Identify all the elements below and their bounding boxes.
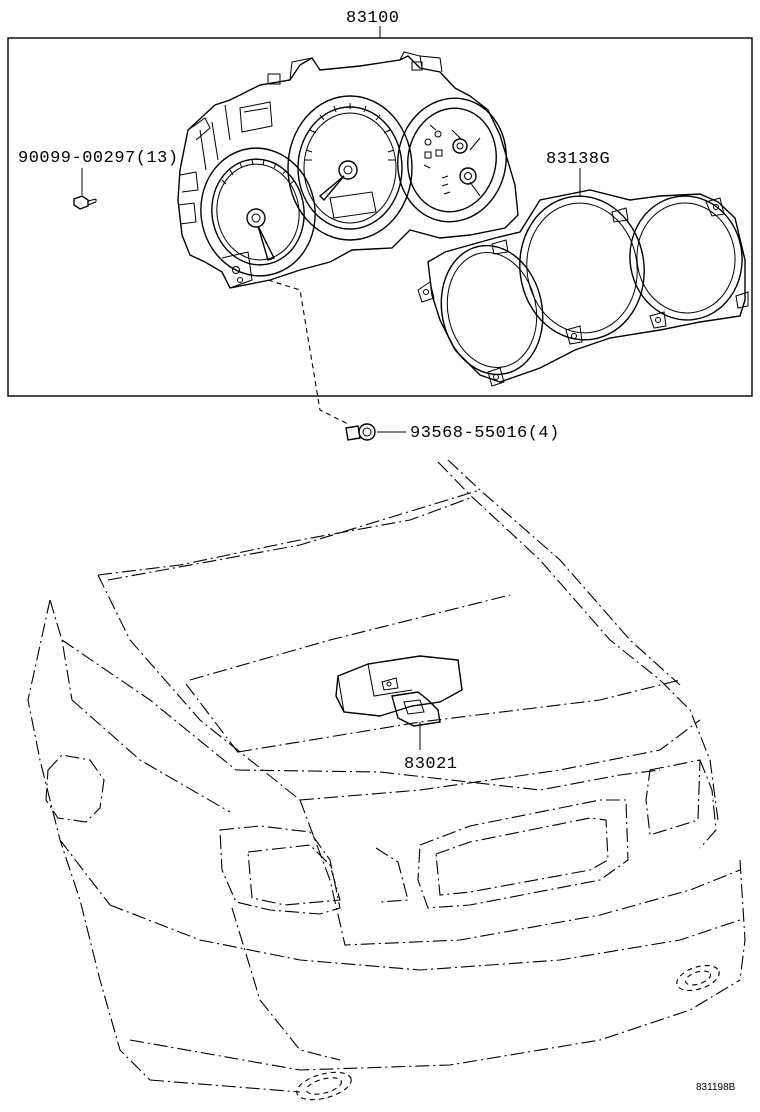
bolt-leader-dashed <box>267 279 351 426</box>
label-83138G: 83138G <box>546 150 610 169</box>
assembly-frame <box>7 37 753 397</box>
screw-90099-00297 <box>73 195 97 210</box>
combination-meter-83100 <box>177 51 519 289</box>
sensor-83021 <box>335 655 463 727</box>
meter-glass-83138G <box>417 189 749 387</box>
label-83021: 83021 <box>404 755 458 774</box>
bolt-93568-55016 <box>345 423 376 441</box>
figure-code: 831198B <box>696 1082 736 1093</box>
vehicle-rear-phantom <box>27 459 746 1101</box>
label-90099-00297: 90099-00297(13) <box>18 149 179 168</box>
label-93568-55016: 93568-55016(4) <box>410 424 560 443</box>
label-83100: 83100 <box>346 9 400 28</box>
